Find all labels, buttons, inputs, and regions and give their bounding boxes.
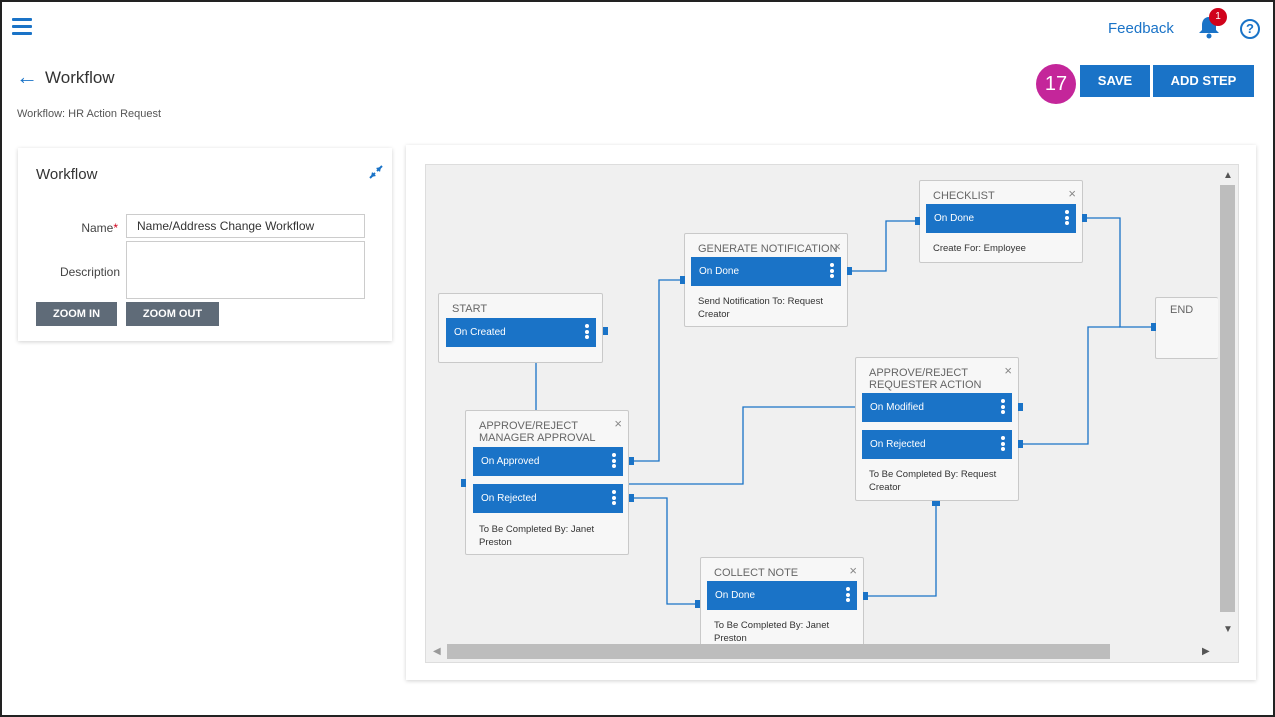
connector-port[interactable]: [932, 501, 940, 506]
connector-port[interactable]: [847, 267, 852, 275]
node-title: CHECKLIST: [933, 190, 995, 202]
name-label: Name*: [81, 221, 118, 235]
feedback-link[interactable]: Feedback: [1108, 20, 1174, 37]
workflow-details-panel: Workflow Name* Name/Address Change Workf…: [18, 148, 392, 341]
save-button[interactable]: SAVE: [1080, 65, 1150, 97]
connector-port[interactable]: [1082, 214, 1087, 222]
notification-count-badge: 1: [1209, 8, 1227, 26]
start-node[interactable]: START On Created: [438, 293, 603, 363]
name-input[interactable]: Name/Address Change Workflow: [126, 214, 365, 238]
close-icon[interactable]: ×: [1068, 186, 1076, 201]
zoom-out-button[interactable]: ZOOM OUT: [126, 302, 219, 326]
connector-port[interactable]: [461, 479, 466, 487]
connector-port[interactable]: [629, 457, 634, 465]
node-title: START: [452, 303, 488, 315]
node-note: To Be Completed By: Janet Preston: [479, 524, 595, 548]
step-number-badge: 17: [1036, 64, 1076, 104]
event-on-approved[interactable]: On Approved: [473, 447, 623, 476]
connector-port[interactable]: [915, 217, 920, 225]
close-icon[interactable]: ×: [1004, 363, 1012, 378]
collect-note-node[interactable]: COLLECT NOTE × On Done To Be Completed B…: [700, 557, 864, 647]
node-title: END: [1170, 304, 1194, 316]
back-arrow-icon[interactable]: ←: [16, 64, 38, 89]
connector-port[interactable]: [680, 276, 685, 284]
vertical-dots-icon[interactable]: [829, 263, 835, 280]
connector-port[interactable]: [1018, 440, 1023, 448]
generate-notification-node[interactable]: GENERATE NOTIFICATION × On Done Send Not…: [684, 233, 848, 327]
panel-title: Workflow: [36, 166, 98, 183]
connector-port[interactable]: [695, 600, 700, 608]
connector-port[interactable]: [603, 327, 608, 335]
event-on-rejected[interactable]: On Rejected: [862, 430, 1012, 459]
event-on-created[interactable]: On Created: [446, 318, 596, 347]
vertical-dots-icon[interactable]: [1064, 210, 1070, 227]
vertical-dots-icon[interactable]: [1000, 399, 1006, 416]
connector-port[interactable]: [1151, 323, 1156, 331]
close-icon[interactable]: ×: [614, 416, 622, 431]
checklist-node[interactable]: CHECKLIST × On Done Create For: Employee: [919, 180, 1083, 263]
end-node[interactable]: END: [1155, 297, 1218, 359]
node-note: To Be Completed By: Janet Preston: [714, 620, 830, 644]
manager-approval-node[interactable]: APPROVE/REJECT MANAGER APPROVAL × On App…: [465, 410, 629, 555]
collapse-icon[interactable]: [368, 164, 384, 180]
node-title: GENERATE NOTIFICATION: [698, 243, 838, 255]
close-icon[interactable]: ×: [833, 239, 841, 254]
event-on-done[interactable]: On Done: [707, 581, 857, 610]
event-on-modified[interactable]: On Modified: [862, 393, 1012, 422]
close-icon[interactable]: ×: [849, 563, 857, 578]
scroll-up-icon[interactable]: ▲: [1223, 170, 1233, 181]
hamburger-menu-icon[interactable]: [12, 18, 32, 38]
event-on-done[interactable]: On Done: [926, 204, 1076, 233]
node-note: Create For: Employee: [933, 243, 1026, 254]
zoom-in-button[interactable]: ZOOM IN: [36, 302, 117, 326]
description-textarea[interactable]: [126, 241, 365, 299]
connector-port[interactable]: [863, 592, 868, 600]
event-on-done[interactable]: On Done: [691, 257, 841, 286]
add-step-button[interactable]: ADD STEP: [1153, 65, 1254, 97]
vertical-dots-icon[interactable]: [845, 587, 851, 604]
vertical-dots-icon[interactable]: [584, 324, 590, 341]
required-marker: *: [113, 221, 118, 235]
vertical-scrollbar-thumb[interactable]: [1220, 185, 1235, 612]
scroll-left-icon[interactable]: ◀: [433, 646, 441, 657]
node-note: Send Notification To: Request Creator: [698, 296, 823, 320]
event-on-rejected[interactable]: On Rejected: [473, 484, 623, 513]
node-title: APPROVE/REJECT REQUESTER ACTION: [869, 367, 982, 391]
help-icon[interactable]: ?: [1240, 19, 1260, 39]
vertical-dots-icon[interactable]: [611, 453, 617, 470]
horizontal-scrollbar-thumb[interactable]: [447, 644, 1110, 659]
description-label: Description: [59, 265, 120, 279]
scroll-right-icon[interactable]: ▶: [1202, 646, 1210, 657]
requester-action-node[interactable]: APPROVE/REJECT REQUESTER ACTION × On Mod…: [855, 357, 1019, 501]
page-title: Workflow: [45, 68, 115, 87]
node-title: APPROVE/REJECT MANAGER APPROVAL: [479, 420, 596, 444]
node-title: COLLECT NOTE: [714, 567, 799, 579]
vertical-dots-icon[interactable]: [611, 490, 617, 507]
scroll-down-icon[interactable]: ▼: [1223, 624, 1233, 635]
connector-port[interactable]: [1018, 403, 1023, 411]
node-note: To Be Completed By: Request Creator: [869, 469, 997, 493]
connector-port[interactable]: [629, 494, 634, 502]
vertical-dots-icon[interactable]: [1000, 436, 1006, 453]
breadcrumb: Workflow: HR Action Request: [17, 108, 162, 120]
